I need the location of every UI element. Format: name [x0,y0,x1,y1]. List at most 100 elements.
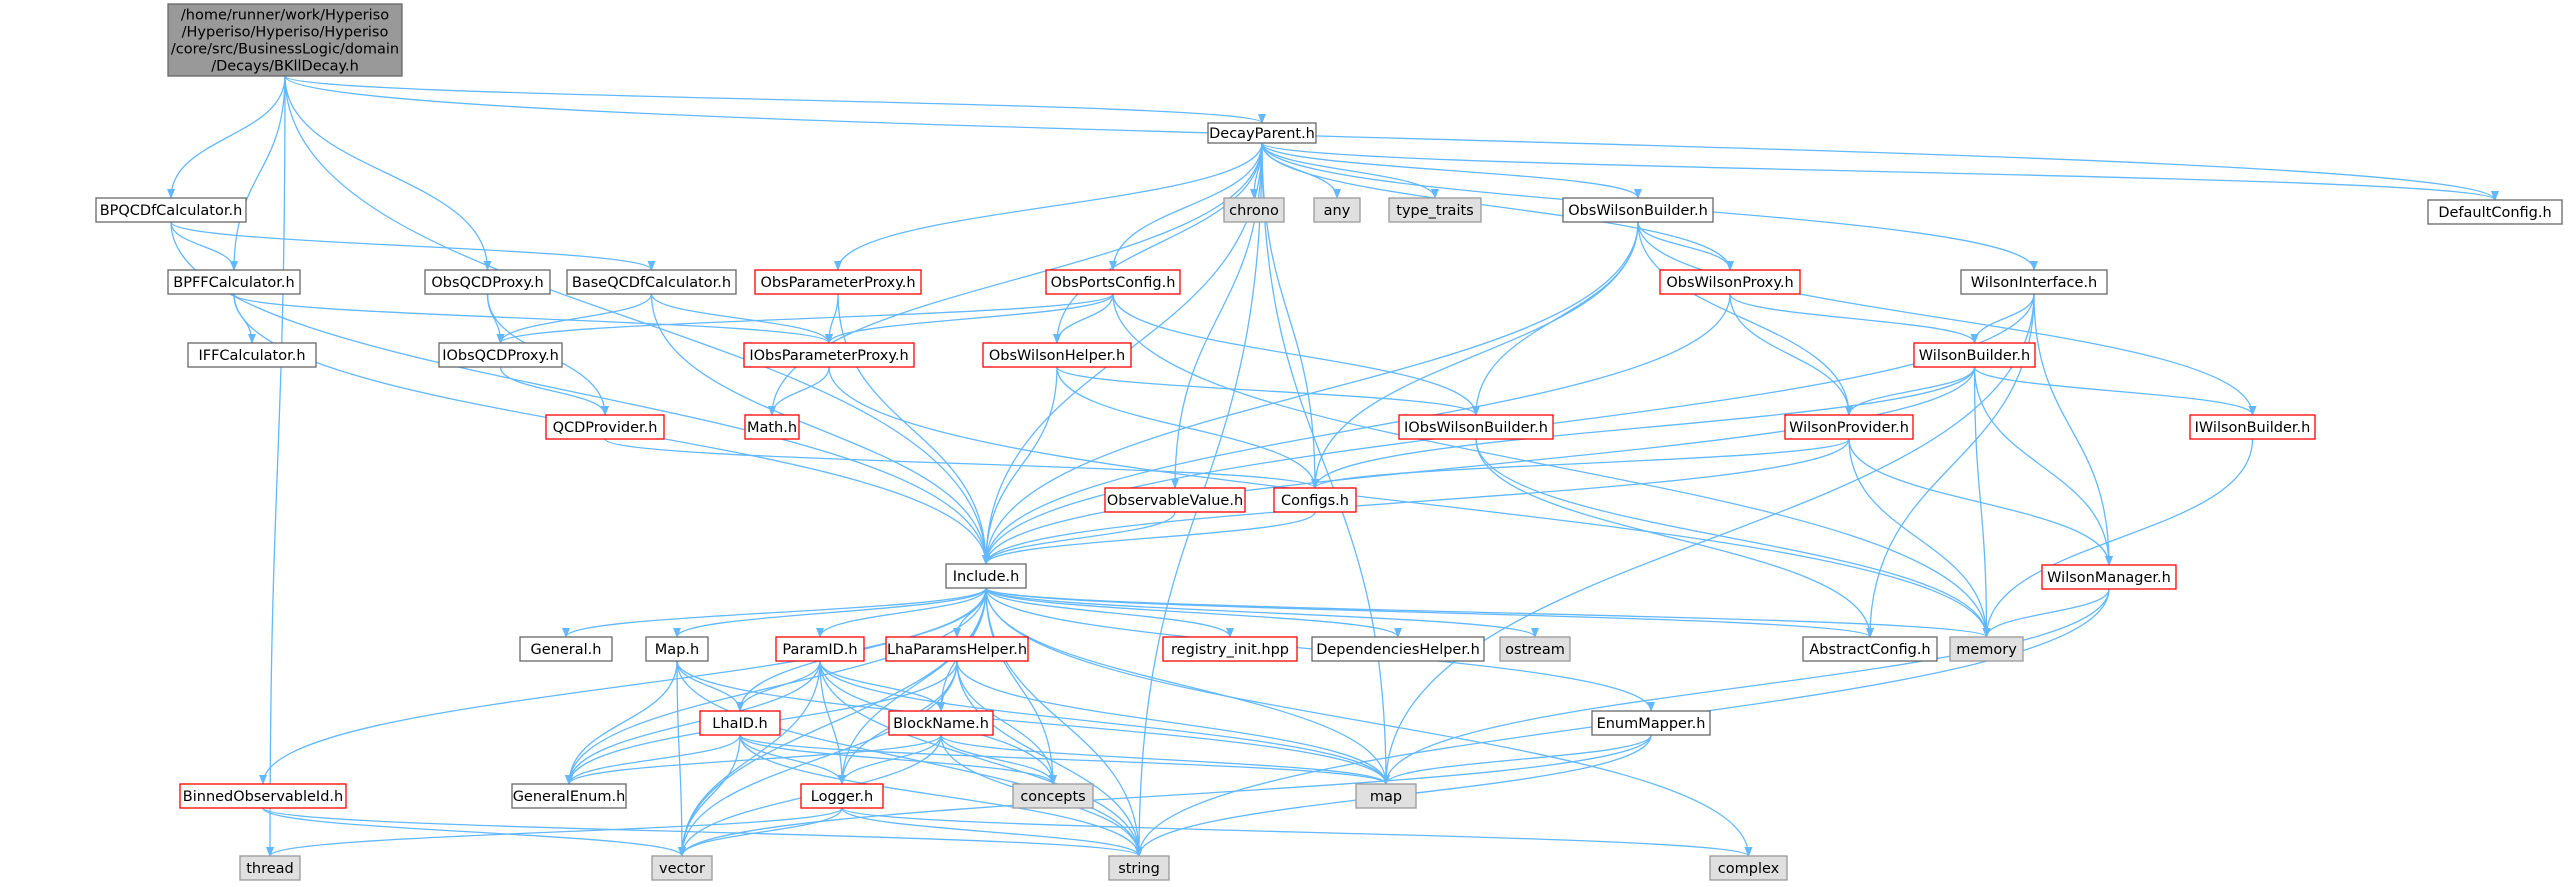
node-iobsqcdproxy[interactable]: IObsQCDProxy.h [438,342,563,368]
node-iwilsonbuilder[interactable]: IWilsonBuilder.h [2189,414,2316,440]
edge-baseqcdf-to-include [650,293,990,565]
node-label: WilsonProvider.h [1789,420,1909,436]
node-box [885,636,1029,662]
node-obsportsconfig[interactable]: ObsPortsConfig.h [1045,269,1181,295]
node-box [1311,636,1485,662]
node-logger[interactable]: Logger.h [800,783,884,809]
node-label: IFFCalculator.h [198,348,305,364]
edge-root-to-decayparent [284,75,1266,124]
node-bpff[interactable]: BPFFCalculator.h [167,269,301,295]
node-defaultconfig[interactable]: DefaultConfig.h [2427,199,2563,225]
edge-maph-to-lhaid [676,660,744,712]
edge-bpqcdf-to-bpff [170,221,238,271]
node-enummapper[interactable]: EnumMapper.h [1591,710,1711,736]
edge-maph-to-map [676,660,1390,785]
node-maph[interactable]: Map.h [645,636,709,662]
node-lhaid[interactable]: LhaID.h [699,710,781,736]
edge-lhaid-to-string [739,734,1143,857]
node-wilsonprovider[interactable]: WilsonProvider.h [1784,414,1914,440]
edge-obsqcdproxy-to-iobsqcdproxy [486,293,505,344]
node-label: WilsonManager.h [2047,570,2171,586]
node-box [1802,636,1938,662]
node-generalh[interactable]: General.h [519,636,613,662]
node-label: ObsQCDProxy.h [431,275,543,291]
node-label: ostream [1505,642,1565,658]
node-paramid[interactable]: ParamID.h [775,636,865,662]
edge-qcdprovider-to-configs [604,438,1319,489]
node-label: Logger.h [811,789,873,805]
node-blockname[interactable]: BlockName.h [888,710,994,736]
node-wilsonmanager[interactable]: WilsonManager.h [2041,564,2177,590]
node-memory[interactable]: memory [1949,636,2024,662]
node-generalenum[interactable]: GeneralEnum.h [511,783,627,809]
edge-obsportsconfig-to-iobsparamproxy [825,293,1114,344]
edge-include-to-dependencieshelper [985,587,1402,638]
node-obswilsonhelper[interactable]: ObsWilsonHelper.h [982,342,1132,368]
node-label: complex [1718,861,1780,877]
node-binnedobs[interactable]: BinnedObservableId.h [179,783,347,809]
node-label: DependenciesHelper.h [1316,642,1480,658]
node-box [945,563,1027,589]
node-iobswilsonbuilder[interactable]: IObsWilsonBuilder.h [1398,414,1554,440]
node-obswilsonproxy[interactable]: ObsWilsonProxy.h [1659,269,1801,295]
node-box [2189,414,2316,440]
edge-obsparamproxy-to-include [837,293,990,565]
node-concepts[interactable]: concepts [1012,783,1094,809]
node-chrono[interactable]: chrono [1223,197,1285,223]
node-qcdprovider[interactable]: QCDProvider.h [545,414,665,440]
node-label: QCDProvider.h [553,420,658,436]
node-map[interactable]: map [1355,783,1417,809]
node-label: Include.h [953,569,1020,585]
node-wilsoninterface[interactable]: WilsonInterface.h [1960,269,2108,295]
node-ostream[interactable]: ostream [1499,636,1571,662]
edge-wilsonmanager-to-map [1382,588,2110,785]
edge-include-to-abstractconfig [985,587,1874,638]
node-string[interactable]: string [1108,855,1170,881]
node-bpqcdf[interactable]: BPQCDfCalculator.h [95,197,247,223]
node-include[interactable]: Include.h [945,563,1027,589]
node-box [566,269,737,295]
node-label: GeneralEnum.h [513,789,626,805]
node-box [1012,783,1094,809]
node-obsparamproxy[interactable]: ObsParameterProxy.h [754,269,922,295]
edge-include-to-generalh [562,587,987,638]
node-obsqcdproxy[interactable]: ObsQCDProxy.h [424,269,551,295]
edge-obswilsonhelper-to-iobswilsonbuilder [1056,366,1480,416]
node-thread[interactable]: thread [239,855,301,881]
node-wilsonbuilder[interactable]: WilsonBuilder.h [1913,342,2036,368]
node-mathh[interactable]: Math.h [744,414,800,440]
node-label: BPFFCalculator.h [173,275,294,291]
node-iobsparamproxy[interactable]: IObsParameterProxy.h [743,342,915,368]
node-label: IWilsonBuilder.h [2195,420,2311,436]
node-typetraits[interactable]: type_traits [1388,197,1482,223]
node-box [1784,414,1914,440]
node-box [1562,197,1714,223]
node-box [179,783,347,809]
node-any[interactable]: any [1313,197,1361,223]
edge-logger-to-string [841,807,1143,857]
edge-logger-to-complex [841,807,1753,857]
node-dependencieshelper[interactable]: DependenciesHelper.h [1311,636,1485,662]
node-decayparent[interactable]: DecayParent.h [1207,122,1317,144]
edge-baseqcdf-to-iobsqcdproxy [496,293,653,344]
node-label: ParamID.h [782,642,857,658]
node-obswilsonbuilder[interactable]: ObsWilsonBuilder.h [1562,197,1714,223]
node-baseqcdf[interactable]: BaseQCDfCalculator.h [566,269,737,295]
node-label: concepts [1020,789,1085,805]
edge-lhaid-to-concepts [739,734,1057,785]
node-root[interactable]: /home/runner/work/Hyperiso/Hyperiso/Hype… [167,3,403,77]
edge-obsportsconfig-to-iobswilsonbuilder [1112,293,1480,416]
node-iffcalc[interactable]: IFFCalculator.h [187,342,317,368]
node-lhaparamshelper[interactable]: LhaParamsHelper.h [885,636,1029,662]
node-registryinit[interactable]: registry_init.hpp [1162,636,1298,662]
node-abstractconfig[interactable]: AbstractConfig.h [1802,636,1938,662]
node-label: DefaultConfig.h [2438,205,2551,221]
node-configs[interactable]: Configs.h [1273,487,1357,513]
node-observablevalue[interactable]: ObservableValue.h [1104,487,1246,513]
edge-lhaid-to-map [739,734,1390,785]
edge-root-to-bpff [230,75,286,271]
node-complex[interactable]: complex [1709,855,1788,881]
node-vector[interactable]: vector [651,855,713,881]
node-label: string [1118,861,1160,877]
edge-binnedobs-to-string [262,807,1143,857]
